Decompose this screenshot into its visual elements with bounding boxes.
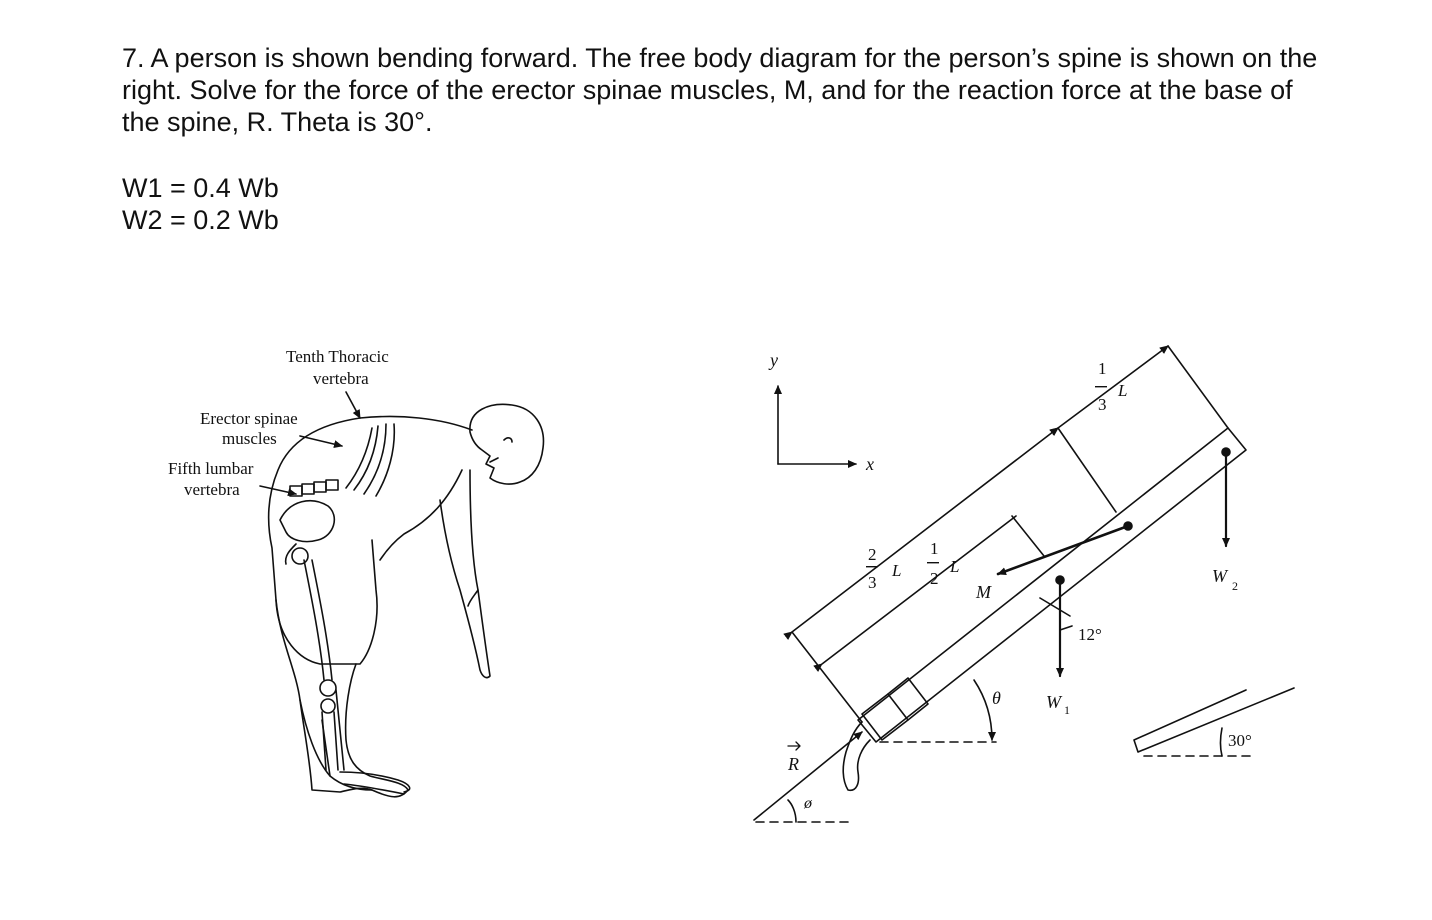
fifth-lumbar-label-2: vertebra	[184, 480, 240, 499]
spine-vertebrae	[289, 423, 396, 497]
bending-person-illustration	[259, 391, 545, 798]
dim-half	[813, 515, 1017, 673]
problem-statement: 7. A person is shown bending forward. Th…	[122, 42, 1332, 138]
tenth-thoracic-label-2: vertebra	[313, 369, 369, 388]
muscle-force	[996, 524, 1130, 576]
theta-arc	[973, 679, 996, 741]
phi-arc	[787, 799, 797, 823]
frac-third-L: L	[1117, 381, 1127, 400]
pelvis	[279, 499, 336, 543]
w1-sub: 1	[1064, 703, 1070, 717]
free-body-diagram	[753, 345, 1295, 823]
erector-label-2: muscles	[222, 429, 277, 448]
erector-label-1: Erector spinae	[200, 409, 298, 428]
frac-third-bar	[1095, 386, 1107, 388]
dim-third	[1049, 345, 1169, 436]
inset-beam	[1133, 687, 1295, 753]
base-blocks	[861, 677, 929, 741]
head	[469, 403, 545, 485]
torso	[267, 415, 473, 665]
frac-half-bar	[927, 562, 939, 564]
w1-label: W	[1046, 692, 1063, 712]
given-values: W1 = 0.4 Wb W2 = 0.2 Wb	[122, 172, 279, 236]
reaction-line	[753, 731, 863, 821]
tenth-thoracic-leader	[345, 391, 361, 419]
frac-half-num: 1	[930, 539, 939, 558]
w1-value: W1 = 0.4 Wb	[122, 173, 279, 203]
problem-text: 7. A person is shown bending forward. Th…	[122, 43, 1318, 137]
arm	[439, 469, 491, 679]
muscle-label: M	[975, 582, 992, 602]
frac-two-thirds-bar	[866, 566, 878, 568]
dim-two-thirds-ext-left	[791, 631, 863, 723]
axis-x-label: x	[865, 454, 874, 474]
frac-third-num: 1	[1098, 359, 1107, 378]
sacrum	[842, 721, 871, 792]
tenth-thoracic-label-1: Tenth Thoracic	[286, 347, 389, 366]
dim-half-ext	[1011, 515, 1045, 557]
inset-arc	[1219, 727, 1223, 757]
erector-leader	[299, 435, 343, 449]
theta-label: θ	[992, 688, 1001, 708]
angle-12-label: 12°	[1078, 625, 1102, 644]
frac-two-thirds-num: 2	[868, 545, 877, 564]
muscle-angle-ref	[1039, 597, 1071, 617]
w2-label: W	[1212, 566, 1229, 586]
frac-two-thirds-L: L	[891, 561, 901, 580]
reaction-vector-arrow	[787, 741, 801, 751]
frac-two-thirds-den: 3	[868, 573, 877, 592]
reaction-label: R	[787, 754, 799, 774]
frac-half-L: L	[949, 557, 959, 576]
frac-third-den: 3	[1098, 395, 1107, 414]
fifth-lumbar-label-1: Fifth lumbar	[168, 459, 254, 478]
dim-third-ext-mid	[1057, 427, 1117, 513]
dim-third-ext	[1167, 345, 1229, 429]
w2-value: W2 = 0.2 Wb	[122, 205, 279, 235]
phi-label: ø	[803, 795, 813, 812]
angle-30-label: 30°	[1228, 731, 1252, 750]
dim-two-thirds	[783, 427, 1059, 641]
legs	[275, 599, 409, 798]
spine-beam	[857, 427, 1247, 743]
frac-half-den: 2	[930, 569, 939, 588]
axis-y-label: y	[768, 350, 778, 370]
w2-sub: 2	[1232, 579, 1238, 593]
fifth-lumbar-leader	[259, 485, 297, 497]
